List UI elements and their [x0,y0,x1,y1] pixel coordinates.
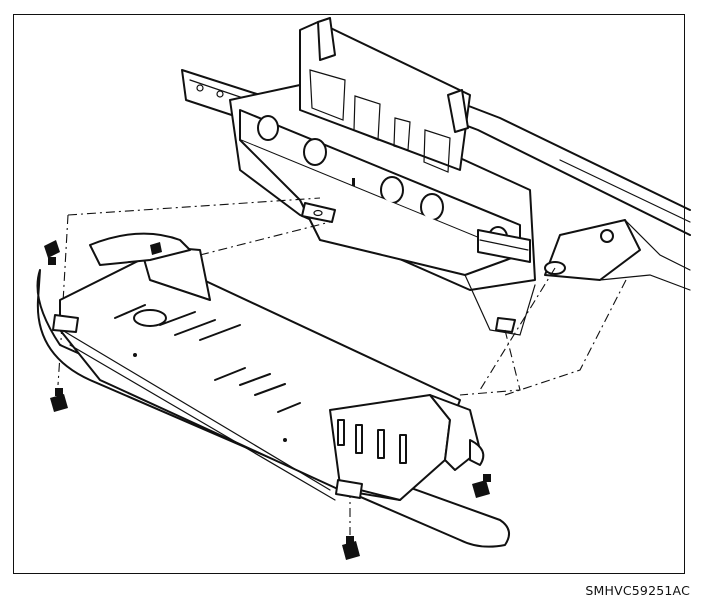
figure-code: SMHVC59251AC [585,583,690,598]
push-pin-fastener [150,242,162,255]
skid-plate [36,232,510,548]
push-pin-fastener [472,474,491,498]
push-pin-fastener [50,388,68,412]
figure-border [13,14,685,574]
push-pin-fastener [44,240,60,265]
alignment-lines [57,197,627,535]
push-pin-fastener [342,536,360,560]
fasteners [44,240,491,560]
crossmember-frame [181,17,691,336]
